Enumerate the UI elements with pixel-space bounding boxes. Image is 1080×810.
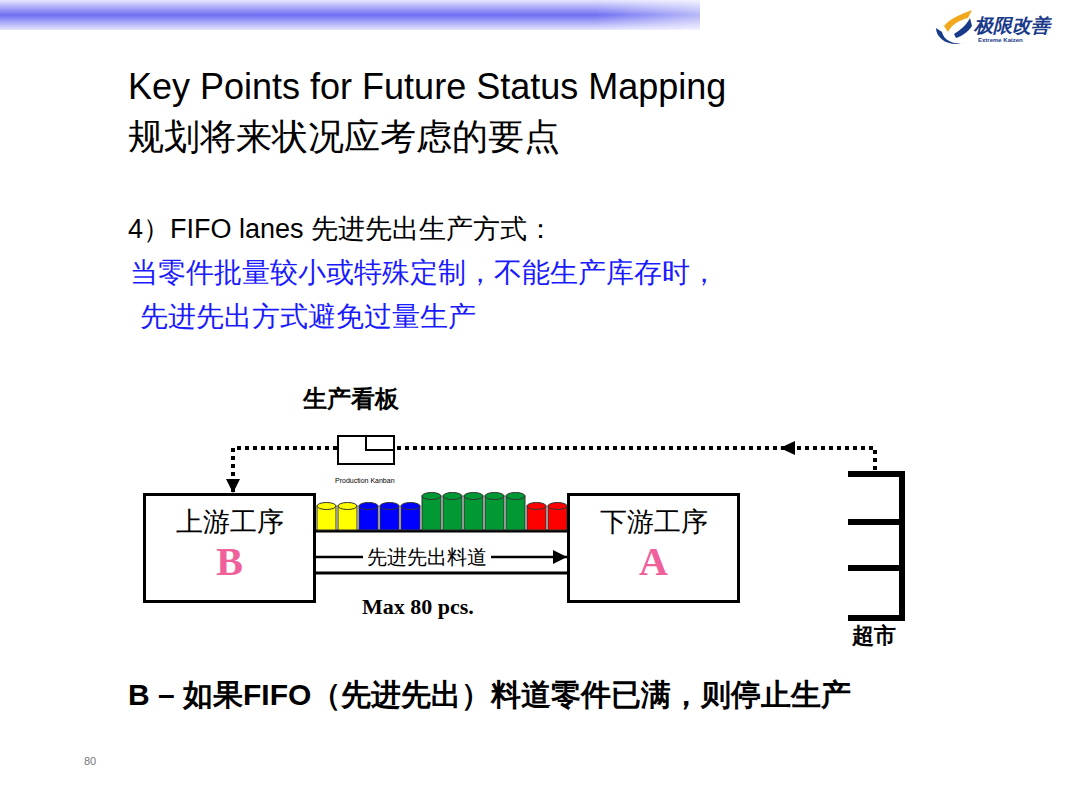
point-heading: 4）FIFO lanes 先进先出生产方式：: [128, 214, 554, 245]
part-cylinder: [401, 503, 420, 531]
logo-subtext: Extreme Kaizen: [978, 37, 1023, 44]
logo-icon: [936, 10, 972, 44]
part-cylinder: [443, 493, 462, 531]
connector-path: [233, 448, 875, 493]
point-note: 当零件批量较小或特殊定制，不能生产库存时，: [130, 257, 718, 289]
part-cylinder: [464, 493, 483, 531]
part-cylinder: [548, 503, 567, 531]
part-cylinder: [338, 503, 357, 531]
supermarket-shelves: [838, 470, 910, 622]
page-number: 80: [84, 755, 96, 768]
process-letter: B: [216, 538, 243, 586]
direction-head: [780, 441, 795, 455]
part-cylinder: [527, 503, 546, 531]
fifo-lane-bottom: [316, 572, 567, 575]
capacity-label: Max 80 pcs.: [362, 594, 474, 619]
point-note: 先进先出方式避免过量生产: [140, 301, 476, 333]
process-letter: A: [639, 538, 668, 586]
kanban-card: [338, 436, 394, 464]
part-cylinder: [422, 493, 441, 531]
banner-fade: [0, 0, 700, 30]
part-cylinder: [359, 503, 378, 531]
parts-on-lane: [317, 493, 567, 531]
slide-subtitle: 规划将来状况应考虑的要点: [128, 116, 560, 157]
kanban-label: 生产看板: [303, 385, 399, 413]
supermarket-label: 超市: [838, 622, 910, 648]
kanban-caption: Production Kanban: [335, 477, 395, 485]
part-cylinder: [485, 493, 504, 531]
process-box: 下游工序A: [567, 493, 740, 603]
process-box: 上游工序B: [143, 493, 316, 603]
kanban-signal-line: [233, 441, 875, 493]
top-banner: [0, 0, 700, 30]
rule-note: B – 如果FIFO（先进先出）料道零件已满，则停止生产: [128, 678, 851, 713]
supermarket-symbol: 超市: [838, 470, 910, 650]
slide-title: Key Points for Future Status Mapping: [128, 66, 726, 107]
part-cylinder: [317, 503, 336, 531]
process-name: 下游工序: [600, 506, 708, 538]
process-name: 上游工序: [176, 506, 284, 538]
logo-text: 极限改善: [974, 15, 1050, 37]
lane-label: 先进先出料道: [363, 546, 491, 568]
part-cylinder: [506, 493, 525, 531]
part-cylinder: [380, 503, 399, 531]
